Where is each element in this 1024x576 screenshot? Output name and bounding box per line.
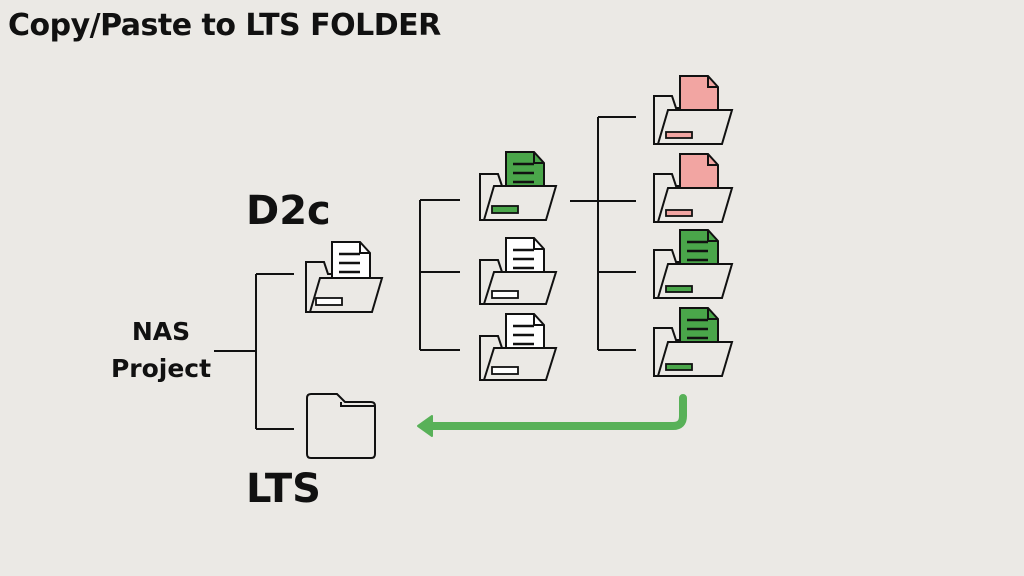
page-title: Copy/Paste to LTS FOLDER xyxy=(8,8,441,43)
d2c-label: D2c xyxy=(246,188,331,234)
level2-connector xyxy=(419,199,460,351)
nas-label-line2: Project xyxy=(110,354,212,383)
d2c-folder-icon[interactable] xyxy=(305,241,384,313)
level3-connector xyxy=(570,116,636,351)
lts-label: LTS xyxy=(246,466,321,512)
level3-folder-green-icon[interactable] xyxy=(653,229,734,299)
nas-project-label: NAS Project xyxy=(102,313,220,387)
level3-folder-pink-icon[interactable] xyxy=(653,75,734,145)
level3-folder-pink-icon[interactable] xyxy=(653,153,734,223)
level2-folder-green-icon[interactable] xyxy=(479,151,558,221)
level2-folder-white-icon[interactable] xyxy=(479,313,558,381)
nas-label-line1: NAS xyxy=(131,317,191,346)
level2-folder-white-icon[interactable] xyxy=(479,237,558,305)
copy-arrow-icon xyxy=(417,394,687,437)
folder-empty-icon[interactable] xyxy=(306,393,376,459)
level3-folder-green-icon[interactable] xyxy=(653,307,734,377)
root-connector xyxy=(214,273,294,430)
